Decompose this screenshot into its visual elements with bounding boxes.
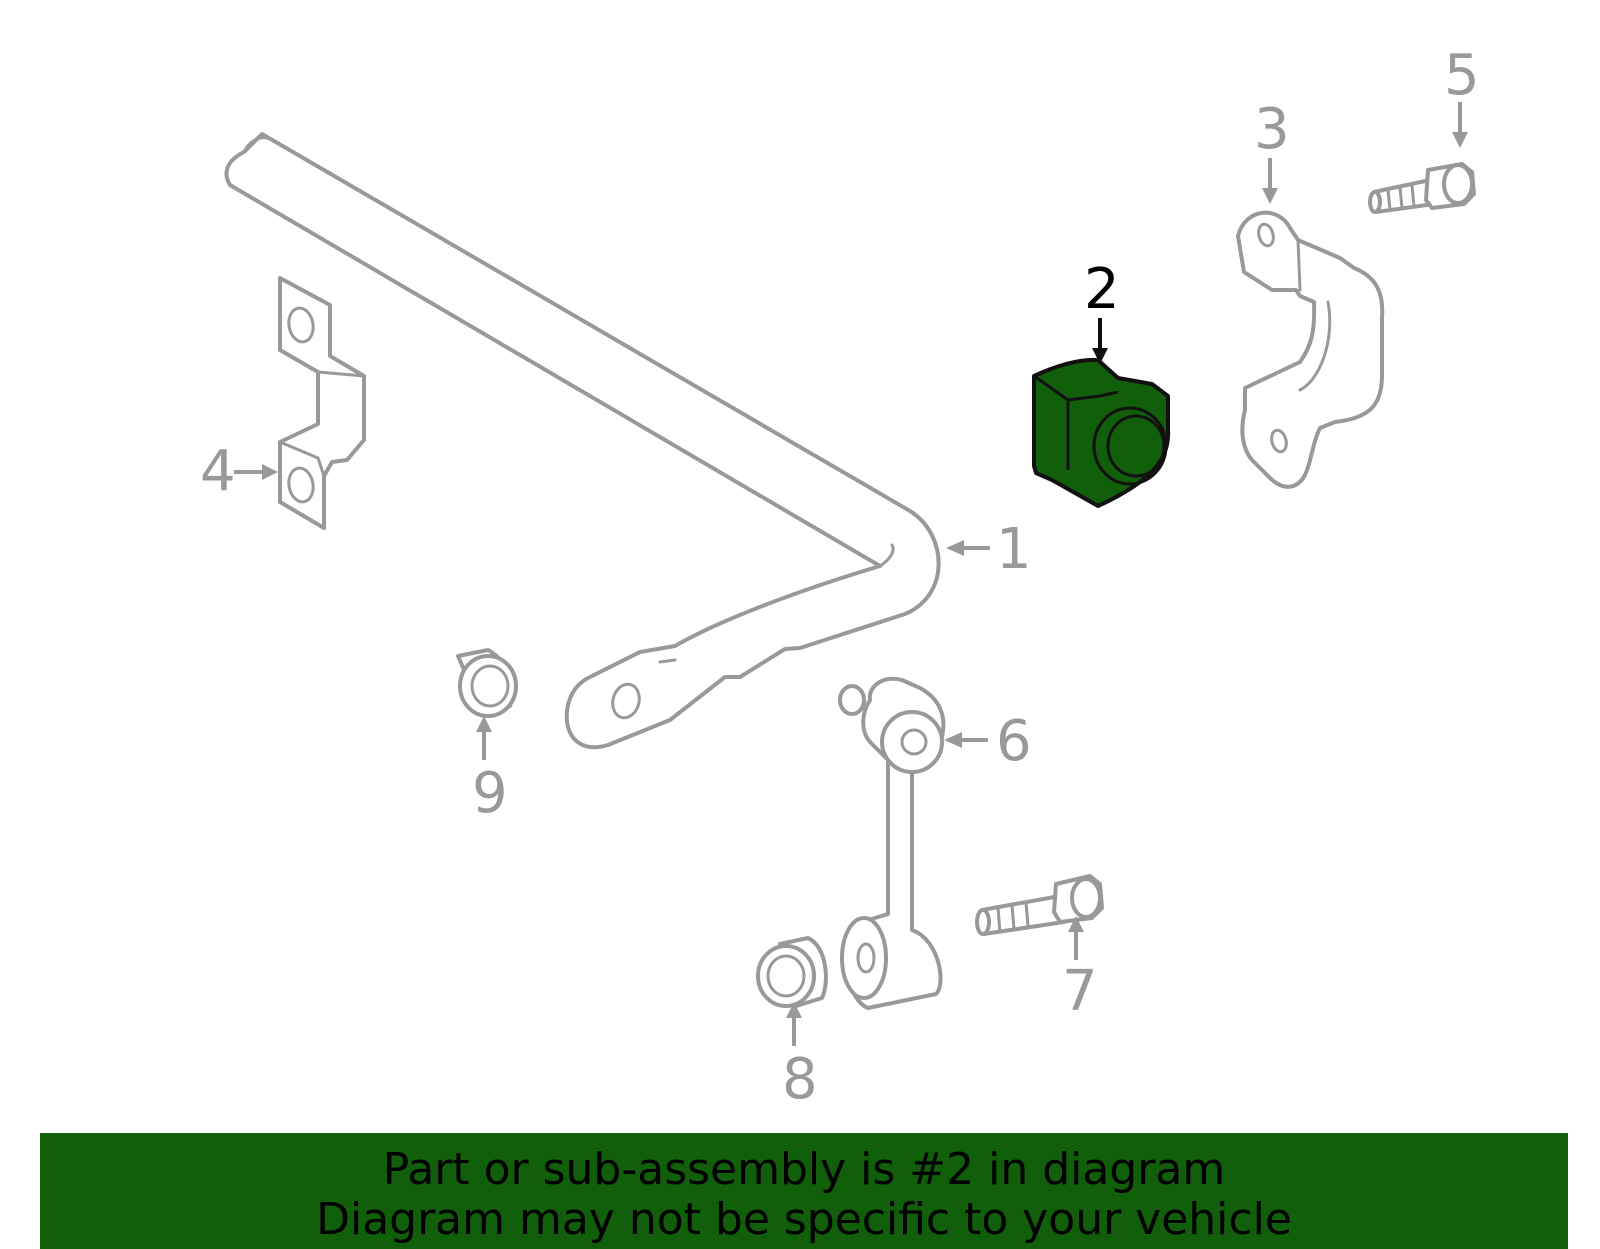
callout-label-5: 5 xyxy=(1444,43,1480,108)
callout-label-1: 1 xyxy=(996,517,1032,582)
stabilizer-bushing xyxy=(1032,357,1171,508)
callout-1: 1 xyxy=(946,517,1032,582)
callout-5: 5 xyxy=(1444,43,1480,148)
stabilizer-bar xyxy=(224,132,941,750)
callout-label-6: 6 xyxy=(996,709,1032,774)
callout-label-8: 8 xyxy=(782,1047,818,1112)
link-bolt xyxy=(975,874,1104,936)
callout-label-3: 3 xyxy=(1254,97,1290,162)
stabilizer-link xyxy=(838,676,946,1010)
banner-line-disclaimer: Diagram may not be specific to your vehi… xyxy=(316,1194,1292,1245)
callout-2: 2 xyxy=(1084,257,1120,364)
link-nut xyxy=(756,936,828,1008)
callout-8: 8 xyxy=(782,1002,818,1112)
banner-line-part-number: Part or sub-assembly is #2 in diagram xyxy=(382,1144,1226,1195)
info-banner: Part or sub-assembly is #2 in diagram Di… xyxy=(40,1133,1568,1249)
callout-4: 4 xyxy=(200,439,278,504)
bushing-clamp xyxy=(1236,210,1385,489)
callout-label-9: 9 xyxy=(472,761,508,826)
callout-label-2: 2 xyxy=(1084,257,1120,322)
callout-6: 6 xyxy=(944,709,1032,774)
callout-3: 3 xyxy=(1254,97,1290,204)
callout-label-7: 7 xyxy=(1062,959,1098,1024)
callout-label-4: 4 xyxy=(200,439,236,504)
callout-7: 7 xyxy=(1062,916,1098,1024)
clamp-bolt xyxy=(1368,162,1476,214)
bar-nut xyxy=(456,648,518,718)
callout-9: 9 xyxy=(472,716,508,826)
mounting-bracket xyxy=(278,276,366,530)
